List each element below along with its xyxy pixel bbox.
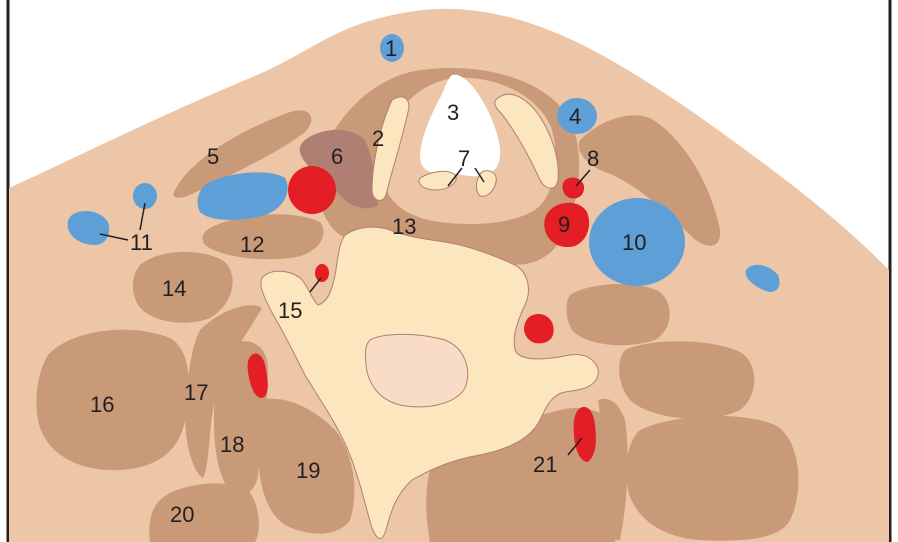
- label-5: 5: [207, 144, 219, 169]
- label-9: 9: [558, 212, 570, 237]
- label-3: 3: [447, 100, 459, 125]
- label-6: 6: [331, 144, 343, 169]
- muscle-right-lower-1: [566, 284, 669, 345]
- label-1: 1: [385, 36, 397, 61]
- label-20: 20: [170, 502, 194, 527]
- label-13: 13: [392, 214, 416, 239]
- label-18: 18: [220, 432, 244, 457]
- label-12: 12: [240, 232, 264, 257]
- label-4: 4: [569, 104, 581, 129]
- label-14: 14: [162, 276, 186, 301]
- muscle-right-lower-3: [627, 416, 799, 541]
- label-7: 7: [458, 146, 470, 171]
- label-10: 10: [622, 230, 646, 255]
- label-17: 17: [184, 380, 208, 405]
- label-11: 11: [130, 230, 153, 255]
- label-19: 19: [296, 458, 320, 483]
- artery-carotid-left: [288, 166, 336, 214]
- label-15: 15: [278, 298, 302, 323]
- label-21: 21: [533, 452, 557, 477]
- label-2: 2: [372, 126, 384, 151]
- label-16: 16: [90, 392, 114, 417]
- artery-15: [315, 264, 329, 282]
- label-8: 8: [587, 146, 599, 171]
